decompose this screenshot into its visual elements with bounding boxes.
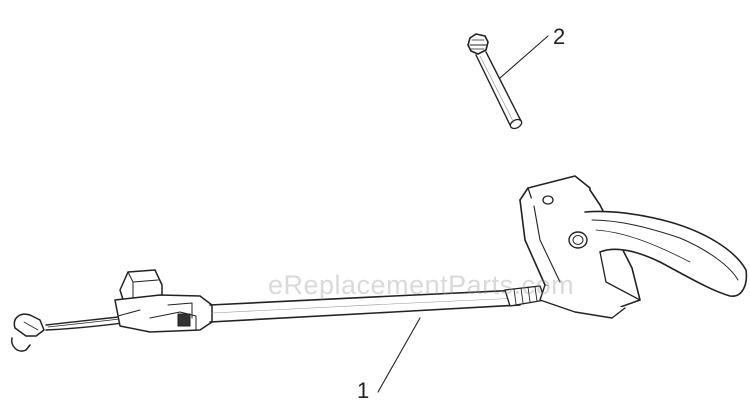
watermark: eReplacementParts.com bbox=[268, 270, 575, 300]
pin-part bbox=[467, 33, 523, 130]
throttle-cable-part bbox=[10, 175, 748, 352]
leader-line-1 bbox=[377, 317, 421, 393]
leader-line-2 bbox=[499, 35, 549, 79]
callout-label-2: 2 bbox=[553, 24, 566, 49]
callout-label-1: 1 bbox=[357, 378, 370, 403]
